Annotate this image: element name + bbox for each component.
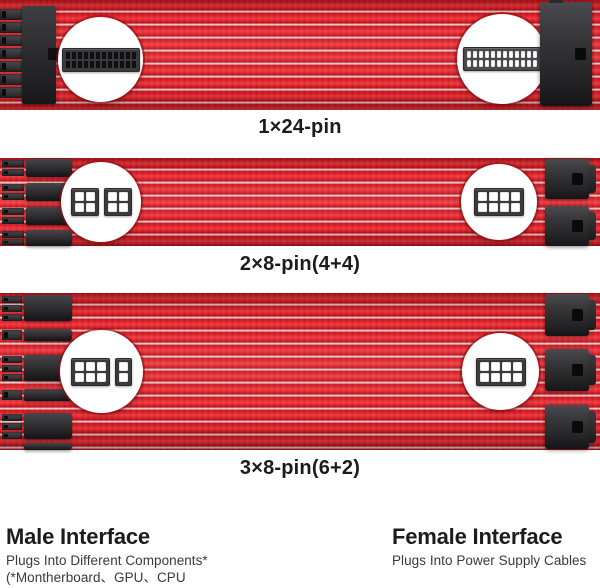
- interface-legend: Male Interface Plugs Into Different Comp…: [0, 525, 600, 588]
- pin-grid-male-4pin-b: [103, 188, 132, 216]
- pin-grid-female-8pin: [474, 188, 524, 216]
- legend-male-interface: Male Interface Plugs Into Different Comp…: [6, 525, 208, 587]
- caption-2x8pin: 2×8-pin(4+4): [239, 253, 361, 275]
- pin-grid-male-24pin: [61, 47, 140, 72]
- female-connector-body-24pin: [540, 0, 592, 106]
- pin-grid-female-24pin: [463, 47, 541, 71]
- legend-female-title: Female Interface: [392, 524, 563, 549]
- cable-assembly-24pin: [0, 0, 600, 110]
- callout-female-24pin: [457, 14, 547, 104]
- pin-grid-male-6pin: [71, 357, 110, 386]
- cable-assembly-2x8pin: [0, 158, 600, 246]
- callout-male-2x8pin: [61, 162, 141, 242]
- callout-male-3x8pin: [60, 330, 143, 413]
- legend-male-line1: Plugs Into Different Components*: [6, 553, 208, 569]
- callout-female-3x8pin: [462, 333, 539, 410]
- legend-male-line2: (*Montherboard、GPU、CPU: [6, 570, 186, 586]
- legend-female-line1: Plugs Into Power Supply Cables: [392, 553, 587, 569]
- callout-male-24pin: [58, 17, 143, 102]
- pin-grid-male-2pin: [115, 357, 132, 386]
- pin-grid-male-4pin-a: [70, 188, 99, 216]
- caption-3x8pin: 3×8-pin(6+2): [239, 457, 361, 479]
- cable-assembly-3x8pin: [0, 293, 600, 450]
- pin-grid-female-8pin-gpu: [475, 357, 526, 386]
- caption-24pin: 1×24-pin: [258, 116, 342, 138]
- callout-female-2x8pin: [461, 164, 537, 240]
- legend-female-interface: Female Interface Plugs Into Power Supply…: [392, 525, 586, 569]
- legend-male-title: Male Interface: [6, 524, 150, 549]
